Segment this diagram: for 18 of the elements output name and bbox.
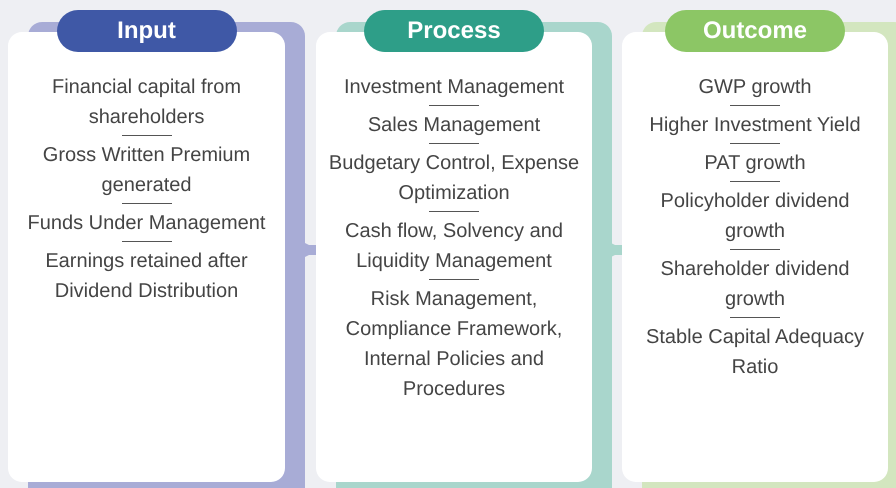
list-item: Stable Capital Adequacy Ratio (645, 325, 865, 380)
list-item: Policyholder dividend growth (659, 189, 850, 244)
list-item: Funds Under Management (28, 211, 266, 236)
list-item: Budgetary Control, Expense Optimization (328, 151, 580, 206)
list-item: Shareholder dividend growth (659, 257, 851, 312)
list-item: Risk Management, Compliance Framework, Internal Policies and Procedures (344, 287, 564, 402)
list-item: Gross Written Premium generated (42, 143, 252, 198)
list-item: Higher Investment Yield (649, 113, 861, 138)
heading-tab: Outcome (665, 10, 845, 52)
heading-tab: Input (56, 10, 236, 52)
list-item: Earnings retained after Dividend Distribution (44, 249, 249, 304)
heading-tab: Process (364, 10, 544, 52)
list-item: Cash flow, Solvency and Liquidity Management (344, 219, 564, 274)
list-item: Financial capital from shareholders (51, 75, 242, 130)
list-item: PAT growth (704, 151, 806, 176)
list-item: Sales Management (368, 113, 540, 138)
list-item: Investment Management (344, 75, 564, 100)
list-item: GWP growth (698, 75, 812, 100)
